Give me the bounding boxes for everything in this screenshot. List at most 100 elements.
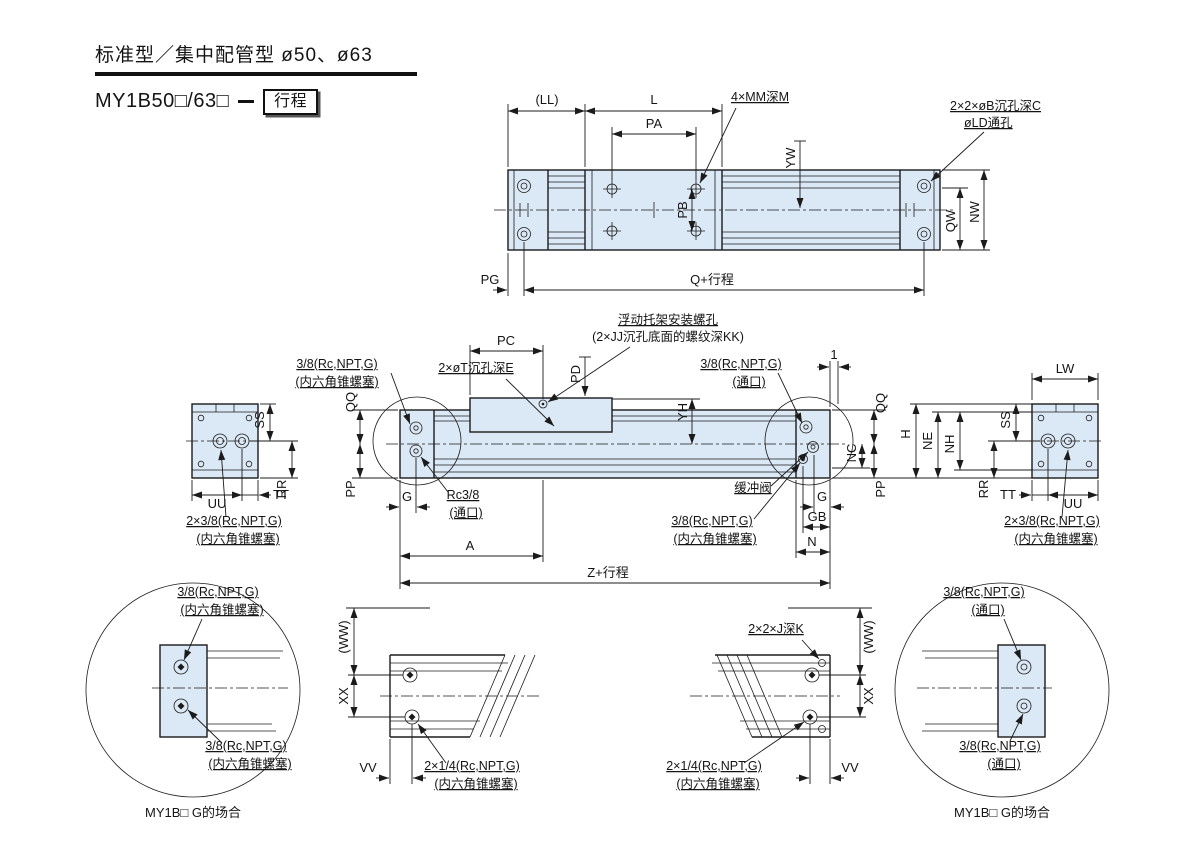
callout-plug-2x14-right-line2: (内六角锥螺塞) [676, 776, 759, 791]
callout-right-circle-top-line2: (通口) [971, 603, 1004, 617]
dim-label-lw: LW [1056, 361, 1075, 376]
callout-t-counterbore: 2×øT沉孔深E [438, 361, 513, 375]
dim-label-yw: YW [783, 147, 798, 169]
dim-label-pc: PC [497, 333, 515, 348]
callout-plug-2x14-left-line2: (内六角锥螺塞) [434, 776, 517, 791]
front-view-body-lines [372, 396, 854, 486]
dim-label-xx-left: XX [336, 687, 351, 705]
callout-port-left-line1: 3/8(Rc,NPT,G) [296, 357, 377, 371]
dim-label-l: L [650, 92, 657, 107]
page-title: 标准型／集中配管型 ø50、ø63 [95, 45, 373, 66]
dim-label-tt-right: TT [1000, 487, 1016, 502]
front-view-drawing: 浮动托架安装螺孔 (2×JJ沉孔底面的螺纹深KK) 2×øT沉孔深E 3/8(R… [186, 312, 1104, 589]
callout-right-circle-bottom-line2: (通口) [987, 757, 1020, 771]
front-view-dimensions: PC PD YH 1 QQ PP [343, 333, 1034, 589]
model-code: MY1B50□/63□ [95, 90, 230, 113]
callout-counterbore: 2×2×øB沉孔深C [950, 99, 1041, 113]
detail-right-circle: 3/8(Rc,NPT,G) (通口) 3/8(Rc,NPT,G) (通口) MY… [894, 582, 1110, 820]
callout-right-circle-bottom-line1: 3/8(Rc,NPT,G) [959, 739, 1040, 753]
callout-floating-bracket-2: (2×JJ沉孔底面的螺纹深KK) [592, 329, 744, 344]
dim-label-ss-left: SS [252, 411, 267, 429]
callout-left-circle-top-line2: (内六角锥螺塞) [180, 602, 263, 617]
callout-cushion-valve: 缓冲阀 [734, 480, 772, 495]
callout-port-left-line2: (内六角锥螺塞) [295, 374, 378, 389]
caption-g-case-left: MY1B□ G的场合 [145, 805, 241, 820]
detail-right-bottom-view: 2×2×J深K (WW) XX VV 2×1/4(Rc,NPT,G) (内六角锥… [666, 607, 876, 791]
callout-plug-2x38-left-line1: 2×3/8(Rc,NPT,G) [186, 514, 282, 528]
dim-label-g-left: G [402, 489, 412, 504]
dim-label-pg: PG [481, 272, 500, 287]
dim-label-gb: GB [808, 509, 827, 524]
callout-plug-2x38-right-line2: (内六角锥螺塞) [1014, 531, 1097, 546]
caption-g-case-right: MY1B□ G的场合 [954, 805, 1050, 820]
dim-label-rr-right: RR [976, 480, 991, 499]
header: 标准型／集中配管型 ø50、ø63 MY1B50□/63□ 行程 [95, 40, 417, 115]
callout-port-bottom-right-line2: (内六角锥螺塞) [673, 531, 756, 546]
callout-floating-bracket-1: 浮动托架安装螺孔 [618, 312, 719, 327]
callout-left-circle-bottom-line2: (内六角锥螺塞) [208, 756, 291, 771]
callout-left-circle-bottom-line1: 3/8(Rc,NPT,G) [205, 739, 286, 753]
dim-label-pp-left: PP [343, 480, 358, 497]
right-end-view: SS RR TT UU LW 2×3/8(Rc,NPT,G) (内六角锥螺塞) [976, 361, 1104, 546]
dim-label-ll: (LL) [535, 92, 558, 107]
dim-label-q-stroke: Q+行程 [690, 272, 734, 287]
dim-label-vv-right: VV [841, 760, 859, 775]
top-view-body-lines [494, 170, 954, 250]
callout-plug-2x38-left-line2: (内六角锥螺塞) [196, 531, 279, 546]
detail-zoom-circle-left [372, 396, 462, 486]
dim-label-ww-left: (WW) [336, 620, 351, 653]
dim-label-pd: PD [568, 365, 583, 383]
dim-label-one: 1 [830, 347, 837, 362]
dim-label-qw: QW [943, 209, 958, 232]
dim-label-z-stroke: Z+行程 [587, 565, 629, 580]
dim-label-rr-left: RR [274, 480, 289, 499]
dim-label-g-right: G [817, 489, 827, 504]
callout-left-circle-top-line1: 3/8(Rc,NPT,G) [177, 585, 258, 599]
dim-label-pa: PA [646, 116, 663, 131]
dim-label-ww-right: (WW) [861, 620, 876, 653]
dim-label-ne: NE [920, 432, 935, 450]
dim-label-uu-right: UU [1064, 496, 1083, 511]
callout-through-hole: øLD通孔 [964, 116, 1013, 130]
callout-j-holes: 2×2×J深K [748, 622, 804, 636]
dim-label-tt-left: TT [273, 487, 289, 502]
dim-label-pb: PB [675, 201, 690, 218]
dim-label-vv-left: VV [359, 760, 377, 775]
top-view-drawing: (LL) L PA 4×MM深M 2×2×øB沉孔深C øLD通孔 YW PB [481, 90, 1041, 296]
dim-label-h: H [898, 429, 913, 438]
callout-plug-2x14-left-line1: 2×1/4(Rc,NPT,G) [424, 759, 520, 773]
callout-right-circle-top-line1: 3/8(Rc,NPT,G) [943, 585, 1024, 599]
callout-rc38-port: (通口) [449, 506, 482, 520]
callout-plug-2x14-right-line1: 2×1/4(Rc,NPT,G) [666, 759, 762, 773]
dim-label-nw: NW [967, 200, 982, 222]
top-view-dimensions: (LL) L PA 4×MM深M 2×2×øB沉孔深C øLD通孔 YW PB [481, 90, 1041, 296]
title-underline [95, 72, 417, 76]
callout-mm-holes: 4×MM深M [731, 90, 789, 104]
front-view-callouts: 浮动托架安装螺孔 (2×JJ沉孔底面的螺纹深KK) 2×øT沉孔深E 3/8(R… [295, 312, 809, 546]
dim-label-nc: NC [844, 444, 859, 463]
stroke-box: 行程 [263, 88, 319, 115]
dim-label-qq-right: QQ [873, 393, 888, 413]
dim-label-yh: YH [675, 403, 690, 421]
callout-port-bottom-right-line1: 3/8(Rc,NPT,G) [671, 514, 752, 528]
model-dash [238, 100, 255, 104]
detail-left-circle: 3/8(Rc,NPT,G) (内六角锥螺塞) 3/8(Rc,NPT,G) (内六… [85, 582, 301, 820]
callout-port-right-line1: 3/8(Rc,NPT,G) [700, 357, 781, 371]
dim-label-a: A [466, 538, 475, 553]
detail-zoom-circle-right [764, 396, 854, 486]
left-end-view: SS RR UU TT 2×3/8(Rc,NPT,G) (内六角锥螺塞) [186, 403, 298, 546]
dim-label-pp-right: PP [873, 480, 888, 497]
dim-label-n: N [807, 534, 816, 549]
dim-label-xx-right: XX [861, 687, 876, 705]
dim-label-nh: NH [942, 435, 957, 454]
dim-label-ss-right: SS [998, 411, 1013, 429]
callout-port-right-line2: (通口) [732, 375, 765, 389]
callout-rc38: Rc3/8 [447, 488, 480, 502]
dim-label-qq-left: QQ [343, 392, 358, 412]
model-row: MY1B50□/63□ 行程 [95, 88, 417, 115]
top-view-holes [517, 179, 931, 241]
callout-plug-2x38-right-line1: 2×3/8(Rc,NPT,G) [1004, 514, 1100, 528]
detail-left-bottom-view: (WW) XX VV 2×1/4(Rc,NPT,G) (内六角锥螺塞) [336, 607, 540, 791]
